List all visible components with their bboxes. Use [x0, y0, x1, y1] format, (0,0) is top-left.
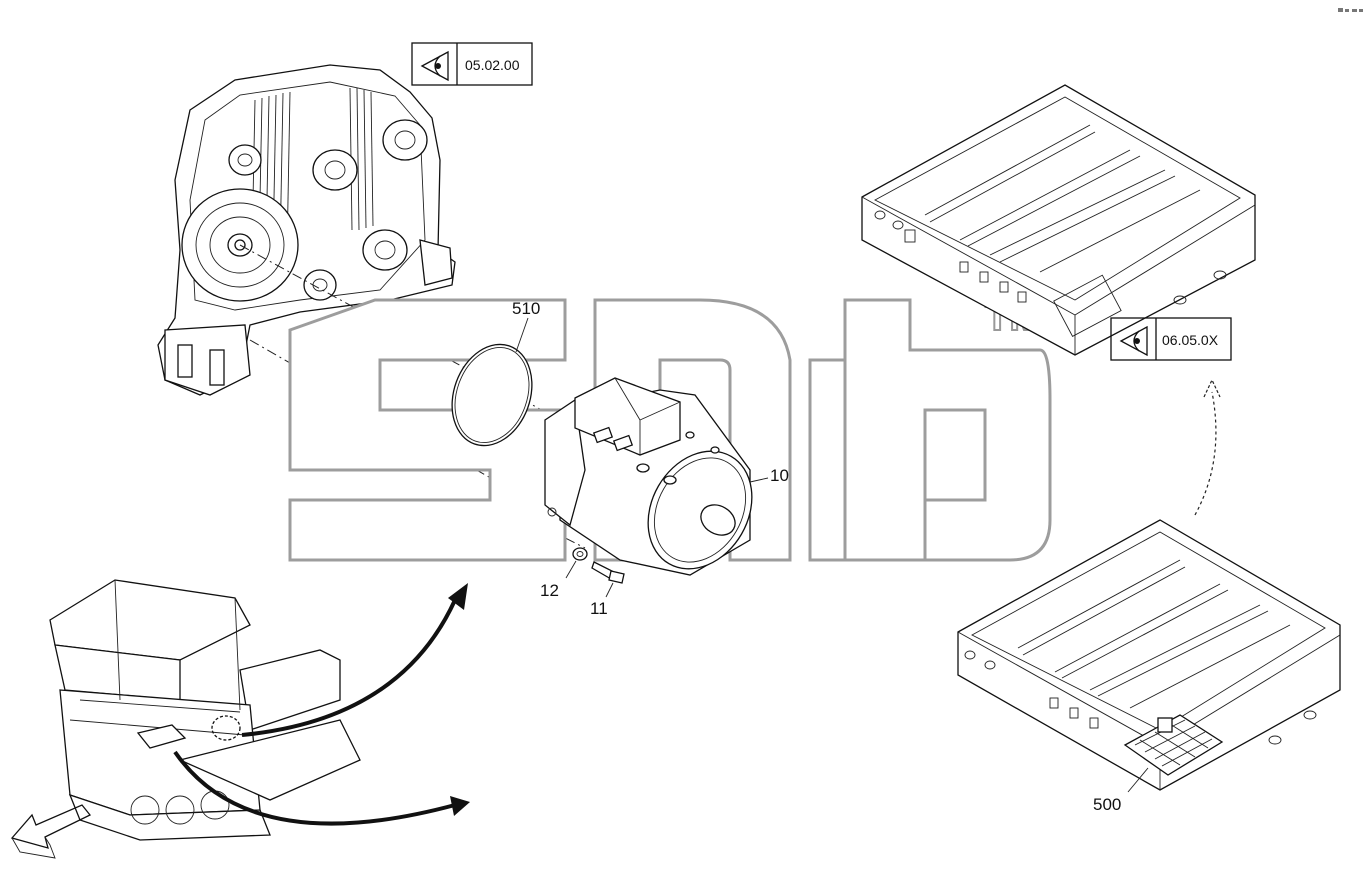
paver-machine	[49, 579, 361, 841]
control-cabinet-top	[861, 84, 1256, 356]
washer-part[interactable]: 12	[540, 547, 588, 600]
motor-location-marker	[211, 715, 241, 741]
eye-icon	[420, 50, 449, 82]
circuit-board-part[interactable]: 500	[1093, 714, 1224, 814]
callout-11: 11	[590, 599, 608, 618]
callout-500: 500	[1093, 795, 1121, 814]
callout-arrow-lower	[173, 750, 470, 826]
callout-arrow-upper	[241, 583, 468, 737]
bolt-part[interactable]: 11	[590, 561, 625, 618]
view-ref-06-05-0x[interactable]: 06.05.0X	[1110, 317, 1232, 361]
dotted-transition-arrow	[1194, 378, 1221, 516]
o-ring-part[interactable]: 510	[439, 299, 546, 457]
callout-10: 10	[770, 466, 789, 485]
corner-marker	[1338, 8, 1363, 12]
eye-icon	[1119, 325, 1148, 357]
control-cabinet-bottom	[957, 519, 1341, 791]
callout-12: 12	[540, 581, 559, 600]
electric-motor-part[interactable]: 10	[544, 377, 789, 588]
callout-510: 510	[512, 299, 540, 318]
view-ref-05-02-00[interactable]: 05.02.00	[411, 42, 533, 86]
view-ref-label: 06.05.0X	[1162, 332, 1219, 348]
outline-arrow-icon	[10, 804, 92, 859]
view-ref-label: 05.02.00	[465, 57, 520, 73]
